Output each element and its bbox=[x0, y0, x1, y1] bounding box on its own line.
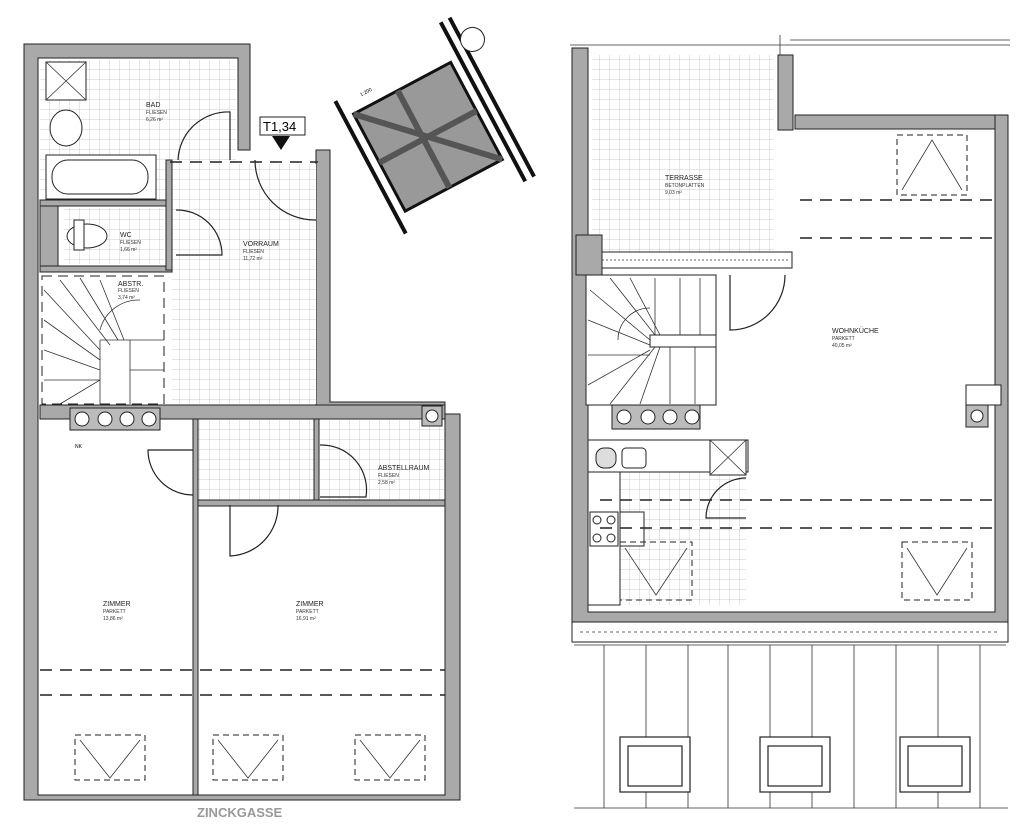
interior-wall bbox=[197, 499, 446, 507]
chimneys bbox=[69, 405, 443, 431]
site-plan-scale: 1:200 bbox=[359, 87, 373, 98]
roof-slope-lines bbox=[40, 669, 445, 696]
svg-text:ZIMMER: ZIMMER bbox=[103, 601, 131, 608]
corridor-floor bbox=[196, 420, 316, 502]
svg-text:ABSTR.: ABSTR. bbox=[118, 281, 143, 288]
svg-text:WC: WC bbox=[120, 232, 132, 239]
interior-wall bbox=[39, 265, 173, 273]
svg-text:FLIESEN: FLIESEN bbox=[146, 110, 167, 116]
interior-wall bbox=[575, 234, 603, 276]
interior-wall bbox=[192, 418, 199, 796]
vorraum-floor bbox=[172, 164, 316, 404]
chimneys bbox=[611, 384, 1002, 430]
site-plan: 1:200 bbox=[333, 16, 536, 235]
svg-text:40,05 m²: 40,05 m² bbox=[832, 343, 852, 349]
terrasse-floor bbox=[592, 55, 774, 255]
svg-text:FLIESEN: FLIESEN bbox=[118, 288, 139, 294]
svg-text:1,66 m²: 1,66 m² bbox=[120, 247, 137, 253]
svg-text:PARKETT: PARKETT bbox=[296, 609, 319, 615]
svg-text:PARKETT: PARKETT bbox=[832, 336, 855, 342]
svg-text:BAD: BAD bbox=[146, 102, 160, 109]
street-label: ZINCKGASSE bbox=[197, 805, 283, 820]
staircase bbox=[41, 275, 165, 405]
svg-text:FLIESEN: FLIESEN bbox=[378, 473, 399, 479]
skylights bbox=[74, 734, 426, 781]
svg-text:TERRASSE: TERRASSE bbox=[665, 175, 703, 182]
interior-wall bbox=[39, 205, 59, 267]
interior-wall bbox=[165, 159, 173, 271]
svg-text:T1,34: T1,34 bbox=[263, 119, 296, 134]
svg-text:13,86 m²: 13,86 m² bbox=[103, 616, 123, 622]
svg-text:11,72 m²: 11,72 m² bbox=[243, 256, 263, 262]
nk-label: NK bbox=[75, 444, 83, 450]
svg-text:BETONPLATTEN: BETONPLATTEN bbox=[665, 183, 705, 189]
unit-tag: T1,34 bbox=[259, 116, 306, 150]
svg-text:9,03 m²: 9,03 m² bbox=[665, 190, 682, 196]
interior-wall bbox=[39, 199, 173, 207]
svg-text:2,58 m²: 2,58 m² bbox=[378, 480, 395, 486]
roof-facade bbox=[571, 621, 1009, 809]
bathroom-fixtures bbox=[45, 61, 157, 251]
svg-text:6,26 m²: 6,26 m² bbox=[146, 117, 163, 123]
skylights bbox=[619, 134, 973, 601]
svg-text:FLIESEN: FLIESEN bbox=[120, 240, 141, 246]
kitchen bbox=[587, 439, 749, 606]
svg-text:ZIMMER: ZIMMER bbox=[296, 601, 324, 608]
staircase bbox=[585, 274, 717, 406]
svg-text:VORRAUM: VORRAUM bbox=[243, 241, 279, 248]
svg-text:16,91 m²: 16,91 m² bbox=[296, 616, 316, 622]
interior-wall bbox=[777, 54, 794, 131]
abstellraum-floor bbox=[320, 420, 444, 500]
doors bbox=[147, 111, 368, 557]
svg-text:PARKETT: PARKETT bbox=[103, 609, 126, 615]
svg-text:3,74 m²: 3,74 m² bbox=[118, 295, 135, 301]
exterior-wall bbox=[23, 43, 461, 801]
interior-wall bbox=[794, 114, 996, 130]
svg-text:WOHNKÜCHE: WOHNKÜCHE bbox=[832, 327, 879, 335]
door bbox=[729, 274, 786, 331]
svg-text:FLIESEN: FLIESEN bbox=[243, 249, 264, 255]
svg-text:ABSTELLRAUM: ABSTELLRAUM bbox=[378, 465, 430, 472]
interior-wall bbox=[313, 418, 320, 501]
